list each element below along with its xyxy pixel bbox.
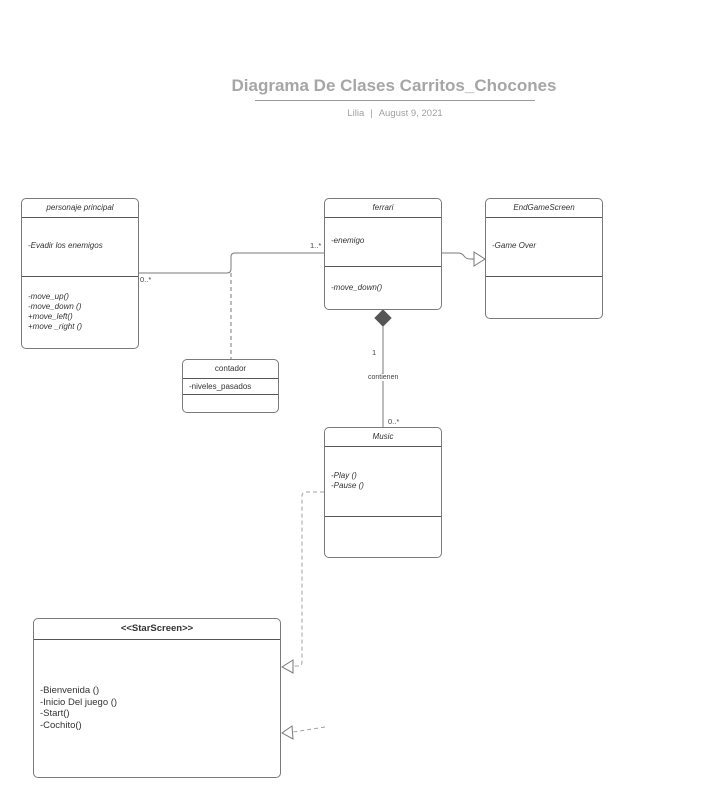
attribute: -Play () xyxy=(331,471,357,480)
separator: | xyxy=(370,108,373,119)
diagram-title: Diagrama De Clases Carritos_Chocones xyxy=(231,76,557,95)
attribute: -enemigo xyxy=(331,236,365,245)
section-divider xyxy=(22,276,138,277)
class-name: ferrari xyxy=(372,203,394,212)
class-name: contador xyxy=(214,364,247,373)
class-name: Music xyxy=(372,432,394,441)
composition-diamond xyxy=(374,309,392,327)
attribute: -Evadir los enemigos xyxy=(28,241,103,250)
diagram-subtitle: Lilia | August 9, 2021 xyxy=(0,108,712,119)
author: Lilia xyxy=(347,108,365,119)
method: -move_up() xyxy=(28,292,69,301)
multiplicity-personaje: 0..* xyxy=(140,275,152,284)
class-name: EndGameScreen xyxy=(513,203,575,212)
header-divider xyxy=(22,217,138,218)
multiplicity-composition-target: 0..* xyxy=(388,417,400,426)
class-music[interactable]: Music -Play () -Pause () xyxy=(324,427,442,558)
title-divider xyxy=(255,100,535,101)
method: +move_left() xyxy=(28,312,73,321)
association-line-personaje-ferrari[interactable] xyxy=(139,252,324,274)
header-divider xyxy=(486,217,602,218)
header-divider xyxy=(325,446,441,447)
method: +move _right () xyxy=(28,322,83,331)
class-contador[interactable]: contador -niveles_pasados xyxy=(182,359,279,413)
method: -Cochito() xyxy=(40,720,82,731)
realization-line-music-starscreen[interactable] xyxy=(293,491,324,667)
realization-arrowhead-1 xyxy=(281,659,294,674)
attribute: -niveles_pasados xyxy=(189,382,252,391)
multiplicity-composition-source: 1 xyxy=(372,348,377,357)
composition-label: contienen xyxy=(368,374,399,381)
section-divider xyxy=(325,516,441,517)
realization-line-external[interactable] xyxy=(292,726,326,733)
class-ferrari[interactable]: ferrari -enemigo -move_down() xyxy=(324,198,442,310)
generalization-arrowhead xyxy=(473,251,486,267)
class-personaje-principal[interactable]: personaje principal -Evadir los enemigos… xyxy=(21,198,139,349)
header-divider xyxy=(325,217,441,218)
section-divider xyxy=(325,266,441,267)
header-divider xyxy=(34,639,280,640)
header-divider xyxy=(183,378,278,379)
realization-arrowhead-2 xyxy=(281,725,294,740)
class-endgamescreen[interactable]: EndGameScreen -Game Over xyxy=(485,198,603,319)
section-divider xyxy=(183,394,278,395)
method: -move_down () xyxy=(28,302,82,311)
multiplicity-ferrari: 1..* xyxy=(310,241,322,250)
method: -move_down() xyxy=(331,283,383,292)
method: -Bienvenida () xyxy=(40,685,100,696)
class-name: personaje principal xyxy=(46,203,114,212)
method: -Start() xyxy=(40,708,70,719)
generalization-line-ferrari-endgame[interactable] xyxy=(442,252,474,260)
method: -Inicio Del juego () xyxy=(40,697,118,708)
attribute: -Game Over xyxy=(492,241,537,250)
section-divider xyxy=(486,276,602,277)
class-starscreen[interactable]: <<StarScreen>> -Bienvenida () -Inicio De… xyxy=(33,618,281,778)
class-name: <<StarScreen>> xyxy=(120,623,194,634)
date: August 9, 2021 xyxy=(378,108,443,119)
attribute: -Pause () xyxy=(331,481,364,490)
